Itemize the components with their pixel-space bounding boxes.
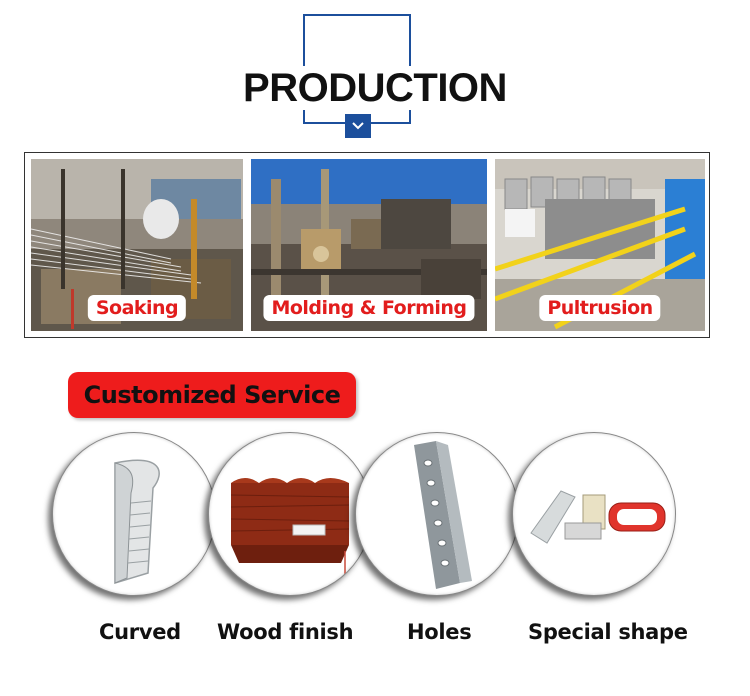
holes-product-image [355,432,519,596]
caption-curved: Curved [99,620,181,644]
step-label-molding: Molding & Forming [263,295,475,321]
soaking-photo: Soaking [31,159,243,331]
customized-service-title: Customized Service [83,381,341,409]
curved-product-image [52,432,216,596]
caption-special-shape: Special shape [528,620,688,644]
customized-service-banner: Customized Service [68,372,356,418]
page-title: PRODUCTION [0,66,750,111]
step-label-soaking: Soaking [87,295,187,321]
production-strip: Soaking Molding & Forming [24,152,710,338]
chevron-down-icon [345,114,371,138]
step-label-pultrusion: Pultrusion [539,295,661,321]
wood-finish-product-image [208,432,372,596]
special-shape-product-image [512,432,676,596]
caption-holes: Holes [407,620,472,644]
pultrusion-photo: Pultrusion [495,159,705,331]
caption-wood-finish: Wood finish [217,620,354,644]
molding-photo: Molding & Forming [251,159,487,331]
